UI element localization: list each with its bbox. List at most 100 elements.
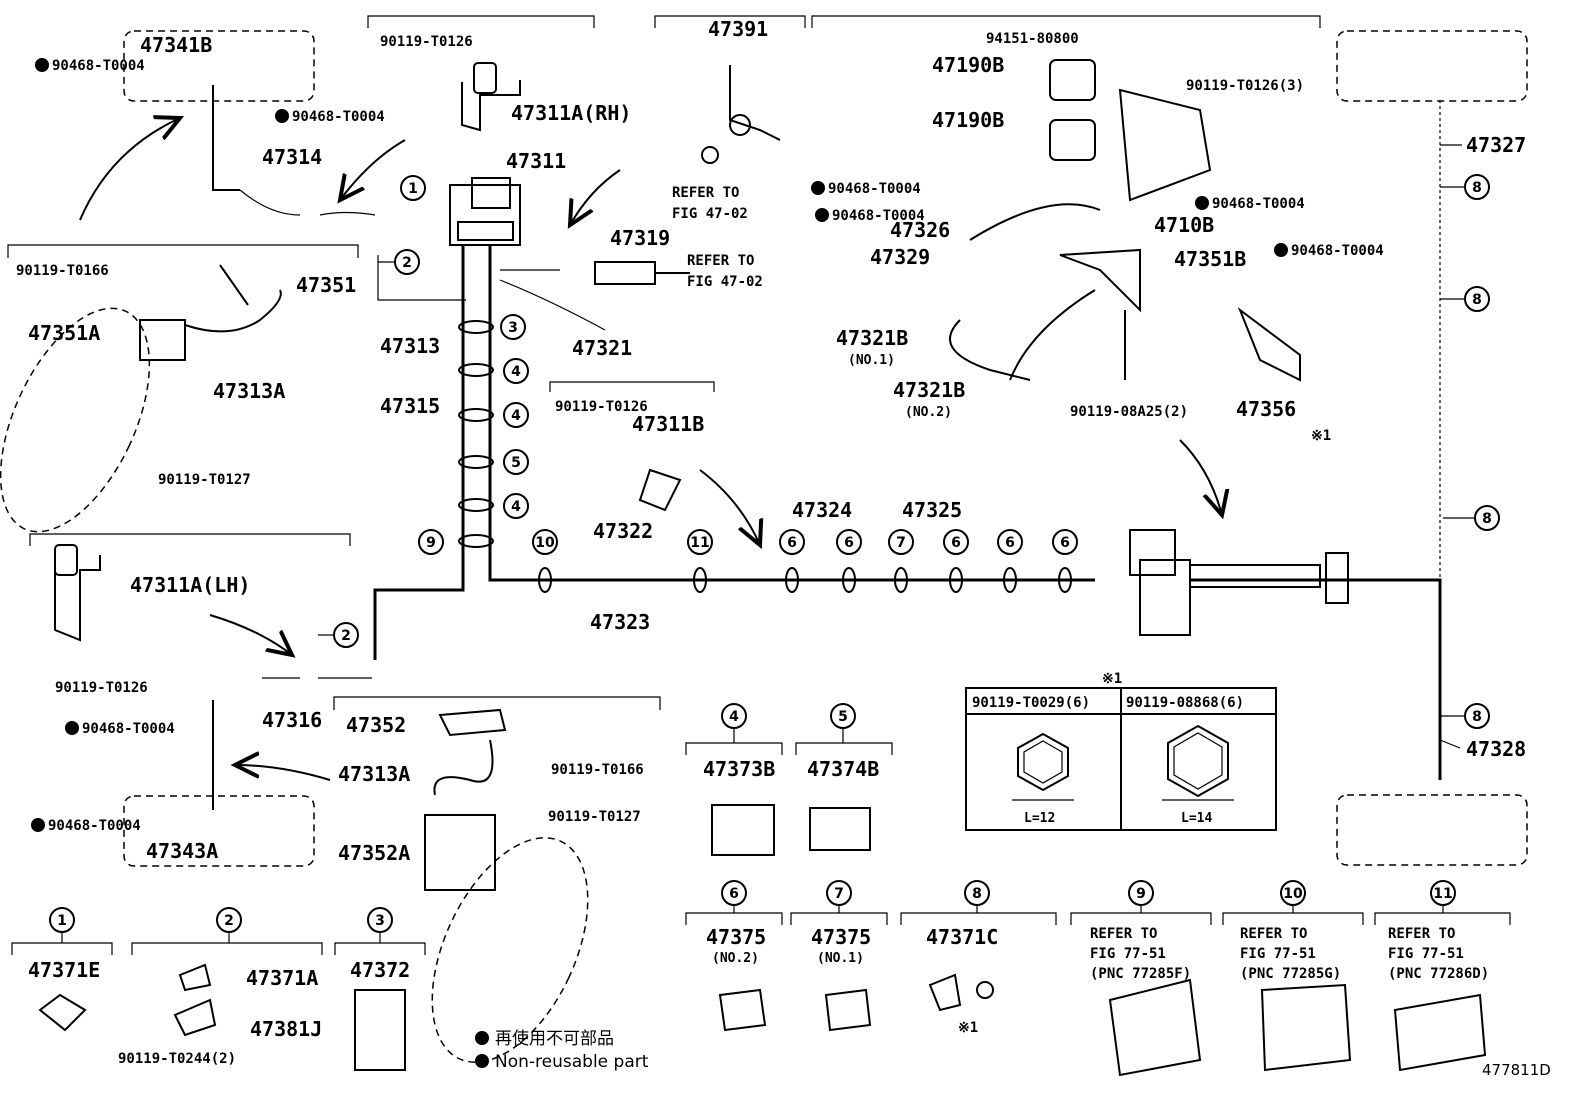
part-90119-T0127: 90119-T0127 bbox=[548, 809, 641, 825]
bottom-part-sketches bbox=[38, 804, 1487, 1077]
part-47375-no2: 47375 bbox=[706, 925, 766, 949]
part-47352: 47352 bbox=[346, 713, 406, 737]
callout-2: 2 bbox=[224, 913, 234, 929]
part-47374B: 47374B bbox=[807, 757, 879, 781]
note-x1: ※1 bbox=[1311, 428, 1331, 444]
refer-fig-47-02-number: FIG 47-02 bbox=[672, 206, 748, 222]
refer-fig-77-51: REFER TO bbox=[1090, 926, 1157, 942]
callout-7: 7 bbox=[896, 535, 906, 551]
no2-note: (NO.2) bbox=[905, 405, 952, 420]
legend-bullet-en bbox=[475, 1054, 489, 1068]
part-47375-no1: 47375 bbox=[811, 925, 871, 949]
part-90119-T0126: 90119-T0126 bbox=[555, 399, 648, 415]
part-47190B: 47190B bbox=[932, 108, 1004, 132]
part-47371A: 47371A bbox=[246, 966, 318, 990]
component-sketches bbox=[54, 59, 1301, 891]
bolt-table bbox=[965, 687, 1277, 831]
callout-3: 3 bbox=[508, 320, 518, 336]
part-47323: 47323 bbox=[590, 610, 650, 634]
part-47324: 47324 bbox=[792, 498, 852, 522]
part-90468-T0004: 90468-T0004 bbox=[52, 58, 145, 74]
part-47341B: 47341B bbox=[140, 33, 212, 57]
bottom-item-brackets bbox=[11, 728, 1511, 955]
part-47315: 47315 bbox=[380, 394, 440, 418]
part-90119-T0127: 90119-T0127 bbox=[158, 472, 251, 488]
callout-numbers: 1 2 3 4 4 5 4 9 10 11 6 6 7 6 6 6 2 8 8 … bbox=[57, 180, 1492, 929]
wheel-outline-right bbox=[0, 307, 151, 533]
rear-junction-block bbox=[1129, 529, 1349, 636]
part-47322: 47322 bbox=[593, 519, 653, 543]
callout-8: 8 bbox=[1472, 292, 1482, 308]
legend-japanese: 再使用不可部品 bbox=[495, 1028, 614, 1049]
part-47329: 47329 bbox=[870, 245, 930, 269]
part-47343A: 47343A bbox=[146, 839, 218, 863]
part-47313: 47313 bbox=[380, 334, 440, 358]
part-90468-T0004: 90468-T0004 bbox=[292, 109, 385, 125]
bolt-table-col2: 90119-08868(6) bbox=[1126, 695, 1244, 711]
pipe-clamps bbox=[458, 320, 1072, 593]
bolt-length-1: L=12 bbox=[1024, 811, 1055, 826]
callout-1: 1 bbox=[57, 913, 67, 929]
figure-id: 477811D bbox=[1482, 1061, 1551, 1079]
part-90468-T0004: 90468-T0004 bbox=[832, 208, 925, 224]
no1-note: (NO.1) bbox=[848, 353, 895, 368]
callout-4: 4 bbox=[729, 709, 739, 725]
callout-6: 6 bbox=[844, 535, 854, 551]
callout-circles bbox=[49, 174, 1500, 933]
part-47356: 47356 bbox=[1236, 397, 1296, 421]
legend-bullet-jp bbox=[475, 1031, 489, 1045]
callout-2: 2 bbox=[402, 255, 412, 271]
callout-5: 5 bbox=[838, 709, 848, 725]
part-47321B-no2: 47321B bbox=[893, 378, 965, 402]
part-90119-T0126: 90119-T0126 bbox=[380, 34, 473, 50]
part-47351: 47351 bbox=[296, 273, 356, 297]
callout-9: 9 bbox=[1136, 886, 1146, 902]
refer-fig-47-02: REFER TO bbox=[672, 185, 739, 201]
refer-fig-77-51: REFER TO bbox=[1388, 926, 1455, 942]
part-90468-T0004: 90468-T0004 bbox=[828, 181, 921, 197]
part-90119-T0244-2: 90119-T0244(2) bbox=[118, 1051, 236, 1067]
part-47321B-no1: 47321B bbox=[836, 326, 908, 350]
part-47321: 47321 bbox=[572, 336, 632, 360]
part-4710B: 4710B bbox=[1154, 213, 1214, 237]
part-47319: 47319 bbox=[610, 226, 670, 250]
callout-8: 8 bbox=[1482, 511, 1492, 527]
non-reusable-bullets bbox=[31, 58, 1288, 832]
rear-box-upper bbox=[1336, 30, 1528, 102]
callout-10: 10 bbox=[1283, 886, 1303, 902]
part-47373B: 47373B bbox=[703, 757, 775, 781]
part-90119-T0126: 90119-T0126 bbox=[55, 680, 148, 696]
part-47326: 47326 bbox=[890, 218, 950, 242]
part-90468-T0004: 90468-T0004 bbox=[48, 818, 141, 834]
callout-6: 6 bbox=[1060, 535, 1070, 551]
part-47327: 47327 bbox=[1466, 133, 1526, 157]
part-47314: 47314 bbox=[262, 145, 322, 169]
callout-8: 8 bbox=[972, 886, 982, 902]
refer-fig-77-51-number: FIG 77-51 bbox=[1090, 946, 1166, 962]
refer-fig-47-02: REFER TO bbox=[687, 253, 754, 269]
callout-4: 4 bbox=[511, 408, 521, 424]
part-94151-80800: 94151-80800 bbox=[986, 31, 1079, 47]
no1-note: (NO.1) bbox=[817, 951, 864, 966]
part-47311A-RH: 47311A(RH) bbox=[511, 101, 631, 125]
callout-6: 6 bbox=[1005, 535, 1015, 551]
callout-4: 4 bbox=[511, 364, 521, 380]
part-47311: 47311 bbox=[506, 149, 566, 173]
part-47316: 47316 bbox=[262, 708, 322, 732]
callout-3: 3 bbox=[375, 913, 385, 929]
callout-11: 11 bbox=[1433, 886, 1452, 902]
callout-6: 6 bbox=[729, 886, 739, 902]
part-90468-T0004: 90468-T0004 bbox=[82, 721, 175, 737]
callout-4: 4 bbox=[511, 499, 521, 515]
brake-actuator bbox=[449, 177, 521, 246]
part-47381J: 47381J bbox=[250, 1017, 322, 1041]
bolt-length-2: L=14 bbox=[1181, 811, 1212, 826]
bolt-table-col1: 90119-T0029(6) bbox=[972, 695, 1090, 711]
wheel-cylinder-box-front-left bbox=[123, 795, 315, 867]
part-47313A: 47313A bbox=[213, 379, 285, 403]
part-47311A-LH: 47311A(LH) bbox=[130, 573, 250, 597]
refer-fig-77-51: REFER TO bbox=[1240, 926, 1307, 942]
bottom-part-labels: 47371E 47371A 47381J 90119-T0244(2) 4737… bbox=[28, 757, 1489, 1067]
part-47328: 47328 bbox=[1466, 737, 1526, 761]
